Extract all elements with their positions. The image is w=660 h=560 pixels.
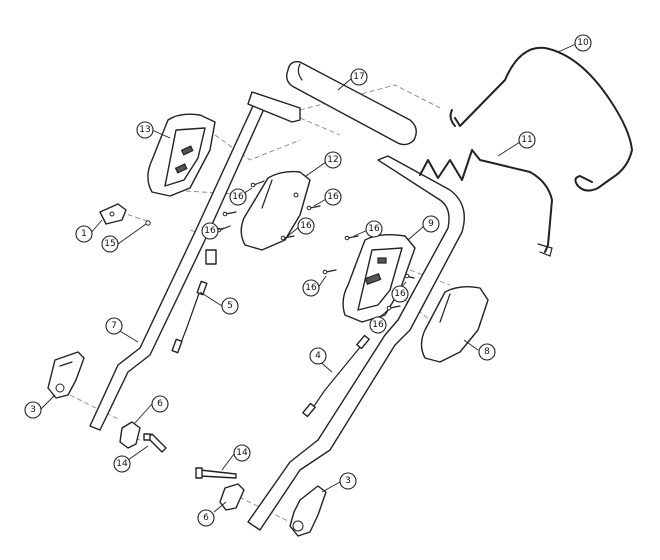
callout-16-b-label: 16	[327, 192, 339, 202]
bolt-14-right	[195, 467, 237, 479]
left-handle-tube	[89, 91, 301, 431]
clip-6-upper	[119, 421, 141, 449]
callout-17: 17	[350, 68, 368, 86]
callout-3-left: 3	[24, 401, 42, 419]
callout-8-label: 8	[484, 347, 490, 357]
callout-11-label: 11	[521, 135, 532, 145]
lower-clamp-right	[289, 485, 327, 537]
callout-11: 11	[518, 131, 536, 149]
callout-7-label: 7	[111, 321, 117, 331]
callout-6-upper: 6	[151, 395, 169, 413]
callout-13: 13	[136, 121, 154, 139]
callout-6-lower: 6	[197, 509, 215, 527]
callout-14-left-label: 14	[116, 459, 128, 469]
callout-16-g-label: 16	[394, 289, 406, 299]
control-bail	[449, 46, 633, 192]
callout-16-c: 16	[201, 222, 219, 240]
callout-9-label: 9	[428, 219, 434, 229]
callout-15: 15	[101, 235, 119, 253]
callout-14-left: 14	[113, 455, 131, 473]
callout-16-f: 16	[302, 279, 320, 297]
cable-4	[302, 334, 370, 418]
right-handle-tube	[247, 155, 465, 531]
callout-16-h-label: 16	[372, 320, 384, 330]
callout-16-d: 16	[297, 217, 315, 235]
callout-1-label: 1	[81, 229, 87, 239]
callout-16-b: 16	[324, 188, 342, 206]
callout-16-h: 16	[369, 316, 387, 334]
callout-12-label: 12	[327, 155, 338, 165]
callout-12: 12	[324, 151, 342, 169]
cover-12	[240, 170, 311, 251]
callout-9: 9	[422, 215, 440, 233]
callout-16-a-label: 16	[232, 192, 244, 202]
callout-16-e: 16	[365, 220, 383, 238]
lower-clamp-left	[47, 351, 85, 399]
callout-6-lower-label: 6	[203, 513, 209, 523]
callout-16-g: 16	[391, 285, 409, 303]
callout-6-upper-label: 6	[157, 399, 163, 409]
callout-8: 8	[478, 343, 496, 361]
callout-15-label: 15	[104, 239, 115, 249]
cover-8	[420, 285, 489, 363]
callout-3-right-label: 3	[345, 476, 351, 486]
callout-10-label: 10	[577, 38, 589, 48]
assembly-guide-lines	[69, 84, 451, 523]
callout-3-left-label: 3	[30, 405, 36, 415]
callout-16-f-label: 16	[305, 283, 317, 293]
callout-7: 7	[105, 317, 123, 335]
drive-cable	[419, 149, 553, 257]
bracket-1	[99, 203, 151, 226]
top-bar	[285, 60, 417, 146]
clip-6-lower	[219, 483, 245, 511]
callout-3-right: 3	[339, 472, 357, 490]
callout-16-c-label: 16	[204, 226, 216, 236]
callout-14-right: 14	[233, 444, 251, 462]
cable-5	[171, 249, 217, 354]
callout-10: 10	[574, 34, 592, 52]
bolt-14-left	[143, 433, 167, 453]
callout-16-a: 16	[229, 188, 247, 206]
callout-5: 5	[221, 297, 239, 315]
callout-13-label: 13	[139, 125, 150, 135]
callout-14-right-label: 14	[236, 448, 248, 458]
callout-4-label: 4	[315, 351, 321, 361]
callout-4: 4	[309, 347, 327, 365]
callout-16-e-label: 16	[368, 224, 380, 234]
callout-5-label: 5	[227, 301, 233, 311]
callout-1: 1	[75, 225, 93, 243]
callout-17-label: 17	[353, 72, 364, 82]
cover-13	[147, 113, 216, 197]
callout-16-d-label: 16	[300, 221, 312, 231]
